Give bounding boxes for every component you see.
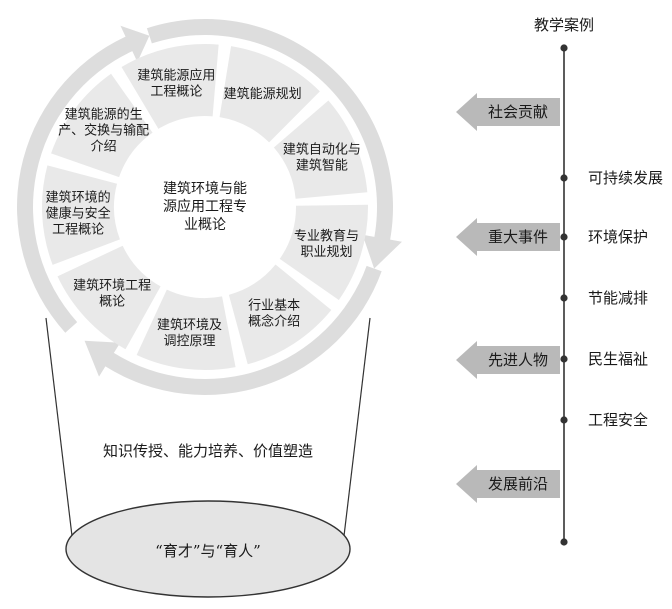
segment-label: 建筑能源规划 (224, 86, 302, 102)
category-label: 社会贡献 (488, 103, 548, 121)
segment-label: 行业基本概念介绍 (248, 299, 300, 330)
base-label: “育才”与“育人” (155, 542, 261, 560)
segment-label: 建筑自动化与建筑智能 (283, 141, 361, 173)
funnel-right-line (343, 317, 371, 537)
category-arrow (456, 93, 560, 131)
wheel-segment (219, 46, 320, 143)
timeline-item: 民生福祉 (588, 350, 648, 368)
category-arrow (456, 465, 560, 503)
timeline-dot (560, 416, 568, 424)
category-arrow (456, 341, 560, 379)
timeline-dot (560, 44, 568, 52)
timeline-dot (560, 233, 568, 241)
timeline-dot (560, 538, 568, 546)
center-circle (124, 126, 286, 288)
category-label: 先进人物 (488, 351, 548, 369)
cycle-arrows (17, 19, 402, 395)
segment-label: 建筑能源应用工程概论 (137, 67, 215, 99)
segment-label: 建筑能源的生产、交换与输配介绍 (58, 107, 149, 155)
cycle-arrow-top (146, 19, 402, 269)
wheel-segments: 建筑能源规划建筑自动化与建筑智能专业教育与职业规划行业基本概念介绍建筑环境及调控… (41, 43, 368, 370)
base-ellipse (65, 500, 351, 598)
category-label: 重大事件 (488, 228, 548, 246)
segment-label: 专业教育与职业规划 (294, 228, 359, 260)
wheel-segment (57, 245, 161, 350)
funnel-caption: 知识传授、能力培养、价值塑造 (103, 442, 313, 460)
segment-label: 建筑环境及调控原理 (157, 317, 222, 349)
wheel-segment (136, 289, 236, 370)
timeline-title: 教学案例 (534, 16, 594, 34)
category-arrow (456, 218, 560, 256)
funnel-left-line (45, 317, 73, 537)
category-label: 发展前沿 (488, 475, 548, 493)
cycle-arrow-bottom (84, 265, 382, 395)
cycle-arrow-left (17, 25, 150, 333)
timeline-dots (560, 44, 568, 546)
funnel: 知识传授、能力培养、价值塑造 “育才”与“育人” (45, 317, 371, 598)
wheel-segment (279, 204, 368, 301)
segment-label: 建筑环境工程概论 (73, 278, 151, 310)
wheel-segment (41, 165, 120, 265)
timeline-item: 环境保护 (588, 228, 648, 246)
wheel-center: 建筑环境与能源应用工程专业概论 (124, 126, 286, 288)
segment-label: 建筑环境的健康与安全工程概论 (46, 190, 111, 238)
timeline-dot (560, 355, 568, 363)
timeline-dot (560, 294, 568, 302)
center-label: 建筑环境与能源应用工程专业概论 (163, 181, 247, 233)
wheel-segment (228, 264, 332, 365)
timeline-item: 工程安全 (588, 411, 648, 429)
wheel-segment (121, 43, 219, 129)
timeline-dot (560, 174, 568, 182)
wheel-segment (51, 73, 153, 178)
timeline-item: 可持续发展 (588, 169, 663, 187)
wheel-segment (273, 100, 368, 199)
timeline-item: 节能减排 (588, 289, 648, 307)
